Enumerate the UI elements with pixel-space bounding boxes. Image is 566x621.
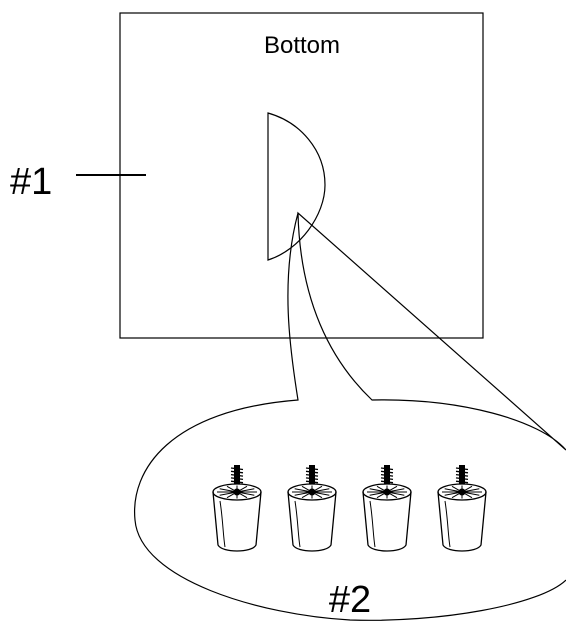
leg-contour xyxy=(369,500,376,548)
leg-hub xyxy=(308,488,316,496)
furniture-leg-icon xyxy=(212,465,262,552)
screw-ridge xyxy=(230,470,244,474)
leg-hub xyxy=(458,488,466,496)
part-two-label: #2 xyxy=(329,579,371,621)
leg-body xyxy=(212,491,262,552)
leg-body xyxy=(437,491,487,552)
leg-body xyxy=(287,491,337,552)
screw-ridge xyxy=(455,467,469,471)
half-circle-part-icon xyxy=(267,112,326,261)
leg-hub xyxy=(233,488,241,496)
leg-body xyxy=(362,491,412,552)
screw-ridge xyxy=(380,473,394,477)
screw-ridge xyxy=(455,477,469,481)
screw-ridge xyxy=(305,480,319,484)
furniture-leg-icon xyxy=(437,465,487,552)
screw-ridge xyxy=(305,467,319,471)
callout-bubble xyxy=(134,211,566,621)
panel-side-label: Bottom xyxy=(264,32,340,59)
screw-ridge xyxy=(305,477,319,481)
screw-ridge xyxy=(230,477,244,481)
screw-ridge xyxy=(305,473,319,477)
bottom-panel xyxy=(119,12,484,339)
furniture-leg-icon xyxy=(362,465,412,552)
screw-ridge xyxy=(305,470,319,474)
screw-ridge xyxy=(380,477,394,481)
screw-ridge xyxy=(230,473,244,477)
callout-items xyxy=(212,465,487,552)
leg-hub xyxy=(383,488,391,496)
screw-ridge xyxy=(380,467,394,471)
screw-ridge xyxy=(455,480,469,484)
screw-ridge xyxy=(455,473,469,477)
screw-ridge xyxy=(230,480,244,484)
screw-ridge xyxy=(455,470,469,474)
screw-ridge xyxy=(230,467,244,471)
leg-contour xyxy=(294,500,301,548)
part-one-label: #1 xyxy=(10,161,52,203)
leg-contour xyxy=(219,500,226,548)
leg-contour xyxy=(444,500,451,548)
screw-ridge xyxy=(380,480,394,484)
screw-ridge xyxy=(380,470,394,474)
furniture-leg-icon xyxy=(287,465,337,552)
